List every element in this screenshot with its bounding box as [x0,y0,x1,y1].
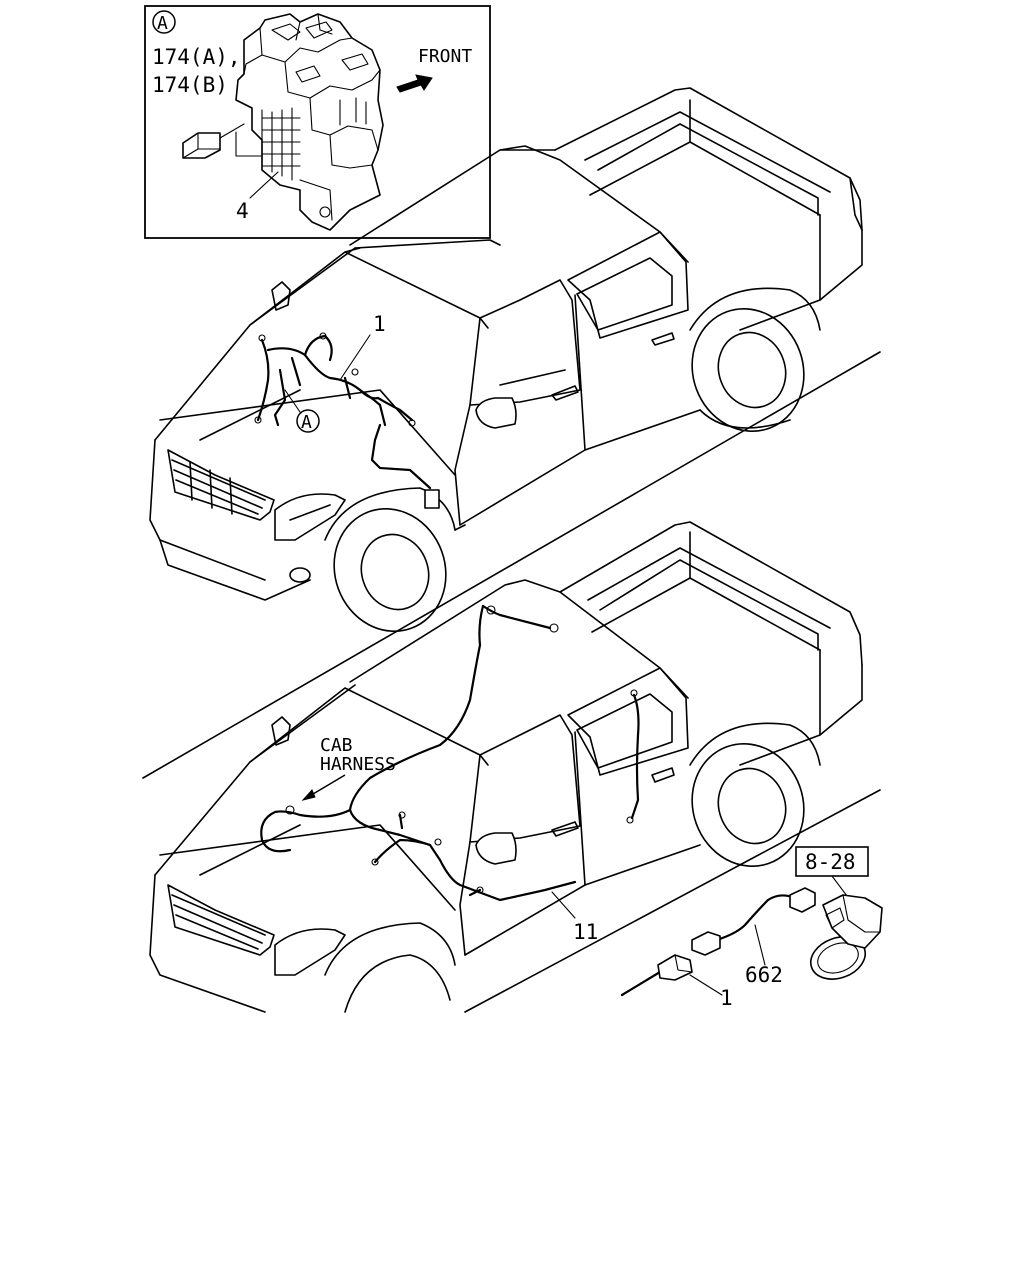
speaker-icon [810,894,883,980]
part-label-174a: 174(A), [152,45,241,69]
front-arrow-icon [396,74,433,93]
truck-bottom: CAB HARNESS 11 8-28 662 [149,521,883,1013]
detail-marker-circle [152,10,176,34]
part-label-11: 11 [573,920,598,944]
engine-harness-wire [254,332,432,490]
part-label-4: 4 [236,199,249,223]
cab-harness-wire [260,604,640,902]
part-label-1-top: 1 [373,312,386,336]
detail-marker-label: A [157,13,168,34]
front-label: FRONT [418,46,472,67]
ground-line-bottom [464,789,881,1013]
detail-marker-a-label: A [301,412,312,433]
detail-view-a: A 174(A), 174(B) [144,5,491,239]
part-label-662: 662 [745,963,783,987]
cab-harness-label-line2: HARNESS [320,754,396,775]
truck-top: 1 A [142,87,881,779]
fuse-icon [182,132,221,159]
reference-box-8-28 [795,846,869,877]
reference-label-8-28: 8-28 [805,850,856,874]
part-label-1-bottom: 1 [720,986,733,1010]
ground-line-top [142,351,881,779]
relay-box-icon [235,13,384,231]
leader-line-4 [249,171,279,199]
cab-harness-label-line1: CAB [320,735,353,756]
connector-harness-662 [620,887,816,997]
detail-marker-a-circle [296,409,320,433]
cab-harness-arrow-icon [307,774,346,798]
part-label-174b: 174(B) [152,73,228,97]
